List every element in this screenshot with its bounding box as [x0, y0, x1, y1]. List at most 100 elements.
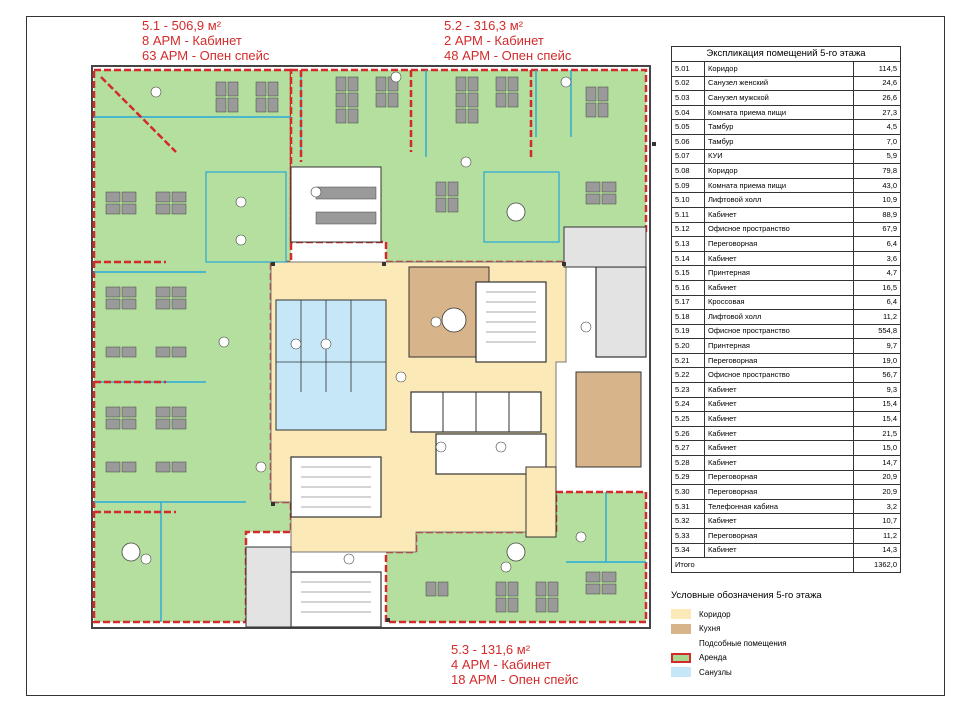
explication-code: 5.23: [671, 382, 705, 398]
legend-swatch: [671, 652, 691, 663]
legend-item: Подсобные помещения: [671, 636, 901, 651]
explication-area: 24,6: [853, 75, 901, 92]
explication-name: Коридор: [704, 163, 854, 179]
zone-open-space: 18 АРМ - Опен спейс: [451, 672, 579, 687]
explication-name: Переговорная: [704, 469, 854, 486]
explication-area: 21,5: [853, 425, 901, 442]
explication-code: 5.25: [671, 411, 705, 427]
zone-label-5-2: 5.2 - 316,3 м² 2 АРМ - Кабинет 48 АРМ - …: [444, 18, 571, 63]
explication-area: 554,8: [853, 323, 901, 340]
explication-area: 14,7: [853, 455, 901, 471]
stair-core-south: [290, 571, 382, 628]
explication-name: Кабинет: [704, 542, 854, 559]
explication-name: Офисное пространство: [704, 221, 854, 238]
explication-code: 5.13: [671, 236, 705, 252]
explication-code: 5.08: [671, 163, 705, 179]
explication-code: 5.31: [671, 498, 705, 515]
explication-code: 5.28: [671, 455, 705, 471]
explication-area: 11,2: [853, 309, 901, 325]
explication-code: 5.06: [671, 133, 705, 150]
explication-area: 15,4: [853, 396, 901, 413]
explication-code: 5.04: [671, 104, 705, 121]
explication-area: 27,3: [853, 104, 901, 121]
meeting-room-1: [290, 166, 382, 243]
explication-code: 5.33: [671, 528, 705, 544]
explication-code: 5.12: [671, 221, 705, 238]
explication-name: Кабинет: [704, 279, 854, 296]
explication-area: 4,7: [853, 265, 901, 281]
explication-area: 79,8: [853, 163, 901, 179]
explication-area: 5,9: [853, 148, 901, 165]
explication-code: 5.26: [671, 425, 705, 442]
legend-label: Подсобные помещения: [699, 638, 787, 648]
explication-name: Комната приема пищи: [704, 104, 854, 121]
explication-code: 5.22: [671, 367, 705, 384]
explication-code: 5.07: [671, 148, 705, 165]
explication-code: 5.15: [671, 265, 705, 281]
explication-name: Принтерная: [704, 265, 854, 281]
explication-code: 5.03: [671, 90, 705, 106]
explication-area: 114,5: [853, 61, 901, 77]
explication-code: 5.27: [671, 440, 705, 457]
explication-code: 5.30: [671, 484, 705, 500]
legend-label: Санузлы: [699, 667, 732, 677]
drawing-frame: [26, 16, 945, 696]
office-room-a: [205, 171, 287, 263]
explication-area: 7,0: [853, 133, 901, 150]
zone-open-space: 63 АРМ - Опен спейс: [142, 48, 270, 63]
zone-desks: 8 АРМ - Кабинет: [142, 33, 242, 48]
explication-code: 5.16: [671, 279, 705, 296]
explication-area: 10,7: [853, 513, 901, 529]
explication-area: 6,4: [853, 294, 901, 311]
legend-swatch: [671, 638, 691, 649]
explication-code: 5.11: [671, 206, 705, 223]
legend-label: Коридор: [699, 609, 731, 619]
explication-name: Тамбур: [704, 119, 854, 135]
legend-item: Аренда: [671, 651, 901, 666]
explication-area: 3,2: [853, 498, 901, 515]
floor-plan: [91, 65, 656, 629]
kitchen-room-east: [575, 371, 642, 468]
explication-area: 15,0: [853, 440, 901, 457]
explication-name: Кабинет: [704, 206, 854, 223]
legend-item: Кухня: [671, 622, 901, 637]
explication-name: Кабинет: [704, 382, 854, 398]
explication-area: 16,5: [853, 279, 901, 296]
explication-code: 5.18: [671, 309, 705, 325]
legend-item: Санузлы: [671, 665, 901, 680]
explication-code: 5.21: [671, 352, 705, 369]
explication-code: 5.19: [671, 323, 705, 340]
explication-area: 56,7: [853, 367, 901, 384]
zone-desks: 2 АРМ - Кабинет: [444, 33, 544, 48]
zone-label-5-3: 5.3 - 131,6 м² 4 АРМ - Кабинет 18 АРМ - …: [451, 642, 578, 687]
zone-area: 5.3 - 131,6 м²: [451, 642, 531, 657]
explication-name: Тамбур: [704, 133, 854, 150]
explication-total-label: Итого: [671, 557, 854, 573]
explication-code: 5.29: [671, 469, 705, 486]
explication-name: Кабинет: [704, 440, 854, 457]
explication-name: Офисное пространство: [704, 323, 854, 340]
